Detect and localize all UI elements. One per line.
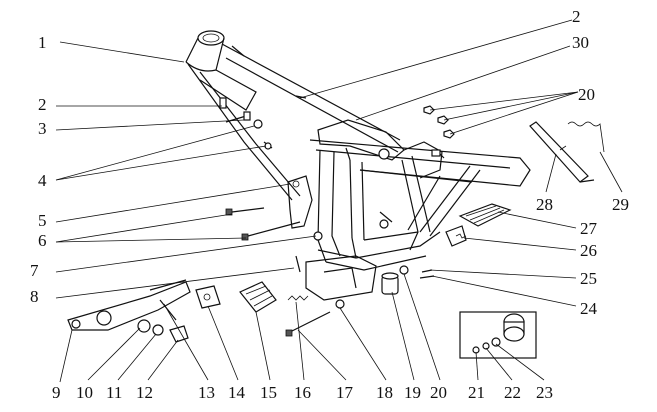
callout-27: 27 — [580, 219, 598, 238]
callout-7: 7 — [30, 261, 39, 280]
callout-1: 1 — [38, 33, 47, 52]
right-footpeg — [445, 203, 512, 247]
callout-17: 17 — [336, 383, 354, 402]
callout-4: 4 — [38, 171, 47, 190]
callout-18: 18 — [376, 383, 393, 402]
main-frame — [185, 30, 531, 301]
callout-3: 3 — [38, 119, 47, 138]
callout-24: 24 — [580, 299, 598, 318]
callout-12: 12 — [136, 383, 153, 402]
callout-5: 5 — [38, 211, 47, 230]
callout-20-lower: 20 — [430, 383, 447, 402]
callout-2-left: 2 — [38, 95, 47, 114]
callout-20-upper: 20 — [578, 85, 595, 104]
callout-30: 30 — [572, 33, 589, 52]
callout-9: 9 — [52, 383, 61, 402]
callout-19: 19 — [404, 383, 421, 402]
plates — [195, 281, 277, 313]
callout-21: 21 — [468, 383, 485, 402]
callout-13: 13 — [198, 383, 215, 402]
callout-2-top: 2 — [572, 7, 581, 26]
callout-16: 16 — [294, 383, 311, 402]
callout-23: 23 — [536, 383, 553, 402]
callout-10: 10 — [76, 383, 93, 402]
callout-labels: 1 2 2 30 20 3 4 5 6 7 8 9 10 11 12 13 14… — [30, 7, 629, 402]
detail-box — [459, 311, 537, 359]
callout-29: 29 — [612, 195, 629, 214]
callout-22: 22 — [504, 383, 521, 402]
callout-6: 6 — [38, 231, 47, 250]
leader-lines — [55, 19, 623, 383]
brake-pedal — [67, 279, 191, 343]
callout-8: 8 — [30, 287, 39, 306]
callout-14: 14 — [228, 383, 246, 402]
callout-15: 15 — [260, 383, 277, 402]
callout-11: 11 — [106, 383, 122, 402]
callout-26: 26 — [580, 241, 597, 260]
fasteners — [219, 95, 455, 337]
side-stand — [529, 121, 605, 183]
callout-25: 25 — [580, 269, 597, 288]
callout-28: 28 — [536, 195, 553, 214]
